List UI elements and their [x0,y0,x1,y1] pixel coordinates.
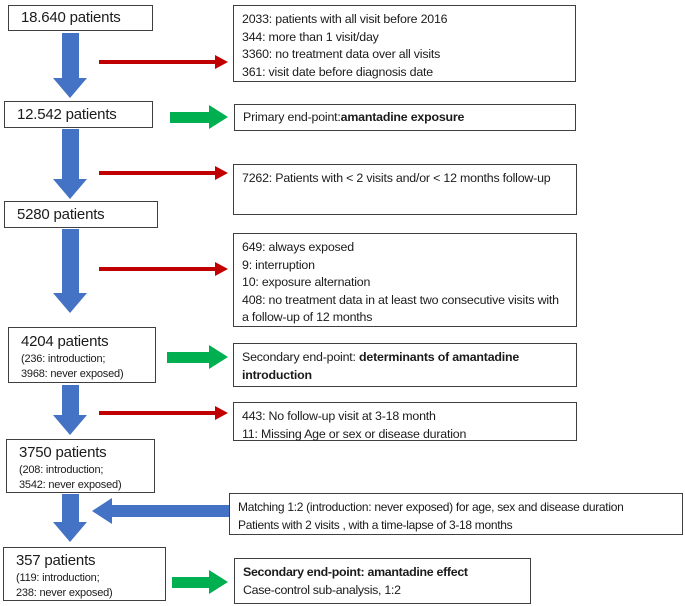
exclusion-line: 7262: Patients with < 2 visits and/or < … [242,171,551,185]
flow-arrow-down-4 [53,385,87,435]
arrow-shaft [99,171,215,175]
arrow-head-icon [53,78,87,98]
arrow-shaft [99,267,215,271]
exclusion-line: 649: always exposed [242,240,354,254]
endpoint-arrow-3 [172,570,228,594]
arrow-shaft [172,576,209,588]
arrow-head-icon [215,262,228,276]
exclusion-line: 10: exposure alternation [242,275,371,290]
arrow-shaft [61,385,79,415]
endpoint-prefix: Primary end-point: [243,109,341,124]
endpoint-arrow-1 [170,105,228,129]
endpoint-name: amantadine exposure [340,109,465,124]
arrow-head-icon [53,293,87,313]
flow-arrow-down-2 [53,129,87,199]
arrow-shaft [61,33,79,78]
endpoint-subtitle: Case-control sub-analysis, 1:2 [243,582,401,597]
cohort-box-18640: 18.640 patients [8,5,153,31]
cohort-count: 357 patients [16,552,96,569]
exclusion-line: 361: visit date before diagnosis date [242,64,433,79]
exclusion-line: 11: Missing Age or sex or disease durati… [242,426,467,441]
arrow-head-icon [215,406,228,420]
cohort-box-12542: 12.542 patients [4,101,153,128]
matching-line-1: Matching 1:2 (introduction: never expose… [238,500,624,514]
exclusion-box-4: 443: No follow-up visit at 3-18 month 11… [233,402,577,441]
matching-line-2: Patients with 2 visits , with a time-lap… [238,517,513,532]
secondary-endpoint-box-1: Secondary end-point: determinants of ama… [233,343,577,387]
secondary-endpoint-box-2: Secondary end-point: amantadine effect C… [234,558,531,604]
matching-box: Matching 1:2 (introduction: never expose… [229,493,683,535]
exclusion-arrow-4 [99,406,228,420]
arrow-head-icon [92,498,112,524]
arrow-head-icon [215,166,228,180]
arrow-shaft [99,60,215,64]
exclusion-line: 344: more than 1 visit/day [242,29,379,44]
matching-arrow-left [92,498,229,524]
exclusion-line: 9: interruption [242,257,315,272]
cohort-count: 3750 patients [19,444,107,461]
cohort-subgroup-introduction: (236: introduction; [21,353,106,365]
exclusion-line: 443: No follow-up visit at 3-18 month [242,409,436,423]
flow-arrow-down-1 [53,33,87,98]
cohort-subgroup-introduction: (208: introduction; [19,464,104,476]
arrow-head-icon [53,415,87,435]
arrow-shaft [167,351,209,363]
cohort-subgroup-never-exposed: 3542: never exposed) [19,478,122,491]
primary-endpoint-box: Primary end-point: amantadine exposure [234,104,576,131]
cohort-count: 5280 patients [17,205,105,223]
flow-arrow-down-5 [53,494,87,542]
cohort-subgroup-never-exposed: 3968: never exposed) [21,367,124,380]
arrow-shaft [99,411,215,415]
exclusion-line: 2033: patients with all visit before 201… [242,12,448,26]
arrow-shaft [61,129,79,179]
arrow-head-icon [209,105,228,129]
arrow-shaft [61,229,79,293]
arrow-head-icon [215,55,228,69]
cohort-box-357: 357 patients (119: introduction; 238: ne… [3,547,166,601]
exclusion-line: 408: no treatment data in at least two c… [242,292,559,325]
arrow-shaft [112,505,229,517]
cohort-subgroup-introduction: (119: introduction; [16,572,100,584]
exclusion-box-3: 649: always exposed 9: interruption 10: … [233,233,577,327]
flow-arrow-down-3 [53,229,87,313]
exclusion-box-2: 7262: Patients with < 2 visits and/or < … [233,164,577,215]
cohort-subgroup-never-exposed: 238: never exposed) [16,586,113,599]
exclusion-arrow-3 [99,262,228,276]
endpoint-prefix: Secondary end-point: [242,350,360,364]
cohort-count: 18.640 patients [21,9,121,26]
cohort-box-4204: 4204 patients (236: introduction; 3968: … [8,327,156,383]
cohort-box-3750: 3750 patients (208: introduction; 3542: … [6,439,155,493]
arrow-shaft [61,494,79,522]
exclusion-arrow-2 [99,166,228,180]
cohort-box-5280: 5280 patients [4,201,158,228]
cohort-count: 4204 patients [21,333,109,350]
exclusion-arrow-1 [99,55,228,69]
endpoint-name: determinants of amantadine introduction [242,350,520,382]
arrow-shaft [170,111,209,123]
arrow-head-icon [53,522,87,542]
endpoint-arrow-2 [167,345,228,369]
cohort-count: 12.542 patients [17,105,117,123]
endpoint-name: Secondary end-point: amantadine effect [243,565,468,579]
arrow-head-icon [209,345,228,369]
exclusion-line: 3360: no treatment data over all visits [242,47,441,62]
arrow-head-icon [209,570,228,594]
arrow-head-icon [53,179,87,199]
exclusion-box-1: 2033: patients with all visit before 201… [233,5,576,82]
